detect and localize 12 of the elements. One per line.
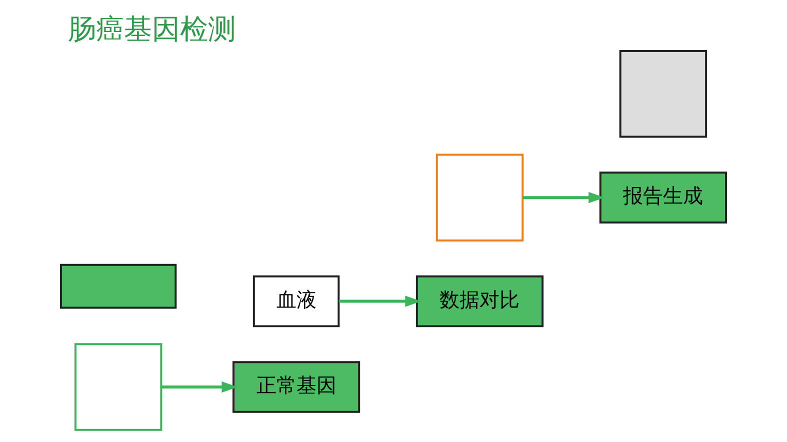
- node-box: [74, 343, 162, 431]
- diagram-title: 肠癌基因检测: [68, 12, 236, 46]
- node-box: [619, 50, 708, 138]
- node-box: [60, 264, 177, 309]
- arrow: [338, 296, 422, 307]
- arrow: [161, 381, 238, 393]
- node-box: 报告生成: [599, 172, 727, 224]
- node-box: [436, 154, 524, 242]
- node-box: 血液: [252, 275, 340, 328]
- node-box: 数据对比: [416, 275, 544, 328]
- node-box: 正常基因: [232, 361, 360, 413]
- arrow: [522, 192, 605, 204]
